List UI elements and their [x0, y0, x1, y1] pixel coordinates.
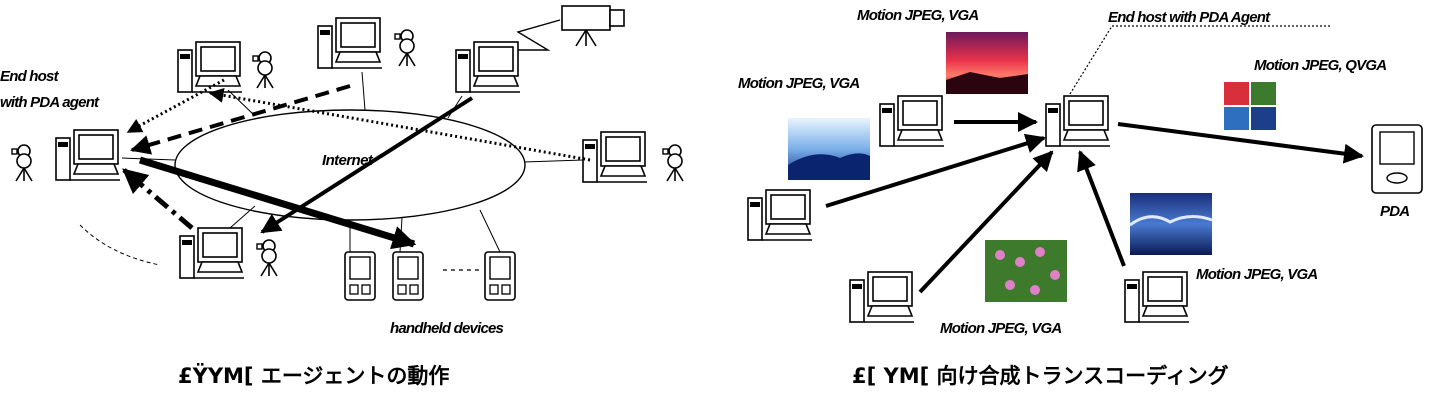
- qvga-label: Motion JPEG, QVGA: [1254, 57, 1386, 74]
- pc-source-bottom: [850, 272, 914, 322]
- sunset-image: [946, 32, 1028, 94]
- right-caption: £[ YM[ 向け合成トランスコーディング: [852, 364, 1229, 388]
- solid-arrow: [1080, 152, 1124, 266]
- end-host-label-2: with PDA agent: [0, 94, 100, 111]
- vga-label-left: Motion JPEG, VGA: [738, 75, 859, 92]
- pc-source-left: [748, 190, 812, 240]
- qvga-thumbnails: [1224, 82, 1276, 130]
- dotted-arrow: [128, 80, 224, 132]
- end-host-pda-agent-pc: [1046, 96, 1110, 146]
- pc-right: [583, 132, 647, 182]
- right-diagram: Motion JPEG, VGA End host with PDA Agent…: [738, 7, 1422, 388]
- camera-icon: [663, 145, 683, 181]
- pc-source-right: [1125, 272, 1189, 322]
- end-host-pc: [56, 130, 120, 180]
- end-host-label: End host: [0, 68, 60, 85]
- pc-top-right: [456, 42, 520, 92]
- flower-image: [985, 240, 1067, 302]
- pc-top-left: [178, 42, 242, 92]
- handheld-device: [393, 252, 423, 300]
- left-diagram: Internet: [0, 6, 683, 388]
- handheld-device: [485, 252, 515, 300]
- camera-icon: [395, 30, 415, 66]
- pda-label: PDA: [1380, 203, 1409, 220]
- video-camera-icon: [518, 6, 624, 50]
- vga-label-right: Motion JPEG, VGA: [1196, 266, 1317, 283]
- vga-label-bottom: Motion JPEG, VGA: [940, 320, 1061, 337]
- vga-label-top: Motion JPEG, VGA: [857, 7, 978, 24]
- pda-device: [1372, 125, 1422, 193]
- pc-top-center: [318, 18, 382, 68]
- wave-image: [1130, 193, 1212, 255]
- pc-bottom-left: [180, 228, 244, 278]
- end-host-pda-agent-label: End host with PDA Agent: [1108, 9, 1271, 26]
- camera-icon: [12, 145, 32, 181]
- left-caption: £ŸYM[ エージェントの動作: [178, 363, 449, 388]
- sky-image: [788, 118, 870, 180]
- camera-icon: [257, 240, 277, 276]
- pc-source-top: [880, 96, 944, 146]
- handheld-devices-label: handheld devices: [390, 320, 504, 337]
- camera-icon: [253, 52, 273, 88]
- handheld-device: [345, 252, 375, 300]
